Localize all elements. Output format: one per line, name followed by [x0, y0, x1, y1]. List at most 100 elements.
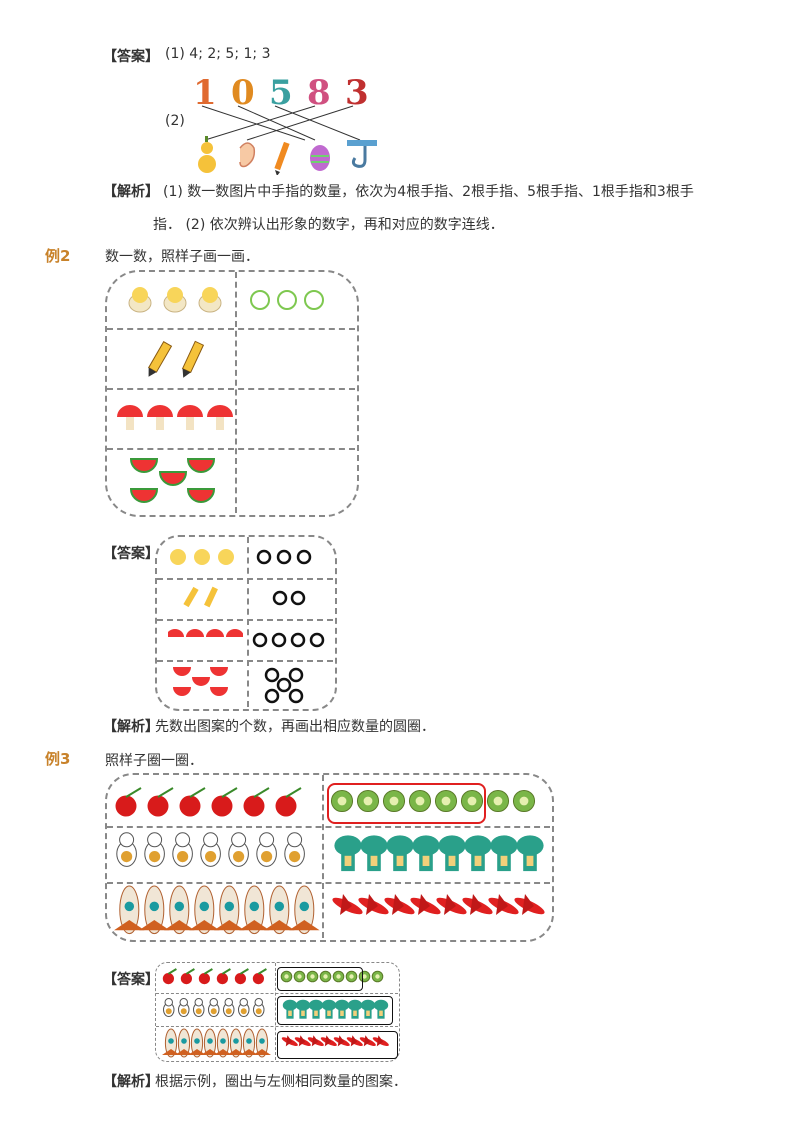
- pencil-icon: [181, 340, 205, 378]
- cherry-icon: [147, 787, 174, 817]
- row-divider: [107, 448, 355, 450]
- example3-table: [105, 773, 554, 942]
- digit-0: 0: [231, 73, 255, 113]
- analysis-line2: 指． (2) 依次辨认出形象的数字，再和对应的数字连线．: [153, 217, 504, 233]
- rocket-icon: [214, 1028, 232, 1058]
- table-divider: [235, 272, 237, 513]
- rocket-icon: [201, 1028, 219, 1058]
- kiwi-icon: [356, 789, 380, 813]
- mushroom-icon: [226, 629, 243, 637]
- airplane-icon: [372, 1035, 389, 1047]
- circle-icon: [288, 667, 304, 683]
- cherry-icon: [275, 787, 302, 817]
- rocket-icon: [189, 885, 220, 935]
- chick-icon: [194, 549, 210, 565]
- dinosaur-icon: [360, 999, 376, 1019]
- circle-icon: [271, 632, 287, 648]
- mushroom-row: [115, 402, 235, 438]
- airplane-icon: [333, 1035, 350, 1047]
- dinosaur-icon: [490, 835, 518, 872]
- kiwi-icon: [319, 970, 332, 983]
- row-divider: [157, 578, 333, 580]
- mushroom-icon: [147, 405, 173, 430]
- example3-right-pics: [330, 789, 545, 915]
- answer-ring-kiwi: [277, 967, 363, 991]
- kiwi-icon: [408, 789, 432, 813]
- mushroom-icon: [168, 629, 184, 637]
- airplane-icon: [320, 1035, 337, 1047]
- airplane-icon: [346, 1035, 363, 1047]
- digit-3: 3: [345, 73, 369, 113]
- rocket-icon: [289, 885, 320, 935]
- dinosaur-icon: [295, 999, 311, 1019]
- airplane-icon: [384, 894, 415, 915]
- kiwi-icon: [330, 789, 354, 813]
- chick-icon: [163, 287, 187, 313]
- rabbit-icon: [228, 832, 249, 867]
- hook-icon: [347, 140, 377, 168]
- row-divider: [107, 388, 355, 390]
- cherry-icon: [198, 968, 213, 985]
- sample-circles: [250, 290, 324, 314]
- rabbit-icon: [253, 998, 265, 1017]
- cherry-icon: [115, 787, 142, 817]
- circle-icon: [309, 632, 325, 648]
- kiwi-icon: [382, 789, 406, 813]
- watermelon-icon: [210, 687, 228, 696]
- cherry-icon: [234, 968, 249, 985]
- cherry-icon: [180, 968, 195, 985]
- circle-icon: [277, 290, 297, 310]
- example3-analysis: 根据示例，圈出与左侧相同数量的图案．: [155, 1074, 407, 1090]
- airplane-icon: [462, 894, 493, 915]
- watermelon-icon: [173, 687, 191, 696]
- kiwi-icon: [512, 789, 536, 813]
- rocket-icon: [240, 1028, 258, 1058]
- circle-icon: [290, 632, 306, 648]
- kiwi-icon: [434, 789, 458, 813]
- example3-prompt: 照样子圈一圈．: [105, 753, 203, 769]
- airplane-icon: [307, 1035, 324, 1047]
- dinosaur-icon: [282, 999, 298, 1019]
- kiwi-icon: [358, 970, 371, 983]
- pencil-icon: [147, 340, 173, 377]
- rabbit-icon: [208, 998, 220, 1017]
- mushroom-icon: [206, 629, 224, 637]
- dinosaur-icon: [308, 999, 324, 1019]
- dinosaur-icon: [347, 999, 363, 1019]
- answer-ring-airplane: [277, 1031, 398, 1059]
- kiwi-icon: [332, 970, 345, 983]
- digit-8: 8: [307, 73, 331, 113]
- decorated-objects: [198, 136, 377, 175]
- airplane-icon: [514, 894, 545, 915]
- rabbit-icon: [193, 998, 205, 1017]
- kiwi-icon: [280, 970, 293, 983]
- gourd-icon: [198, 136, 216, 173]
- cherry-icon: [252, 968, 267, 985]
- table-divider: [322, 775, 324, 938]
- rocket-icon: [164, 885, 195, 935]
- rocket-icon: [214, 885, 245, 935]
- rocket-icon: [253, 1028, 271, 1058]
- table-divider: [275, 963, 276, 1060]
- example2-answer-table: [155, 535, 337, 711]
- answer-ring-dinosaur: [277, 996, 393, 1025]
- rabbit-icon: [200, 832, 221, 867]
- circle-icon: [288, 688, 304, 704]
- watermelon-icon: [129, 488, 159, 503]
- circle-icon: [256, 549, 272, 565]
- kiwi-icon: [306, 970, 319, 983]
- example3-answer-tag: 【答案】: [103, 972, 159, 988]
- example3-label: 例3: [45, 750, 71, 768]
- pencil-icon: [204, 586, 218, 608]
- digit-5: 5: [269, 73, 293, 113]
- mushroom-icon: [207, 405, 233, 430]
- answer-part2-label: (2): [165, 113, 185, 129]
- example2-table: [105, 270, 359, 517]
- dinosaur-icon: [464, 835, 492, 872]
- egg-icon: [310, 145, 330, 171]
- answer-part1: (1) 4; 2; 5; 1; 3: [165, 46, 271, 62]
- sample-highlight-ring: [327, 783, 486, 824]
- row-divider: [107, 826, 550, 828]
- dinosaur-icon: [334, 835, 362, 872]
- rabbit-icon: [163, 998, 175, 1017]
